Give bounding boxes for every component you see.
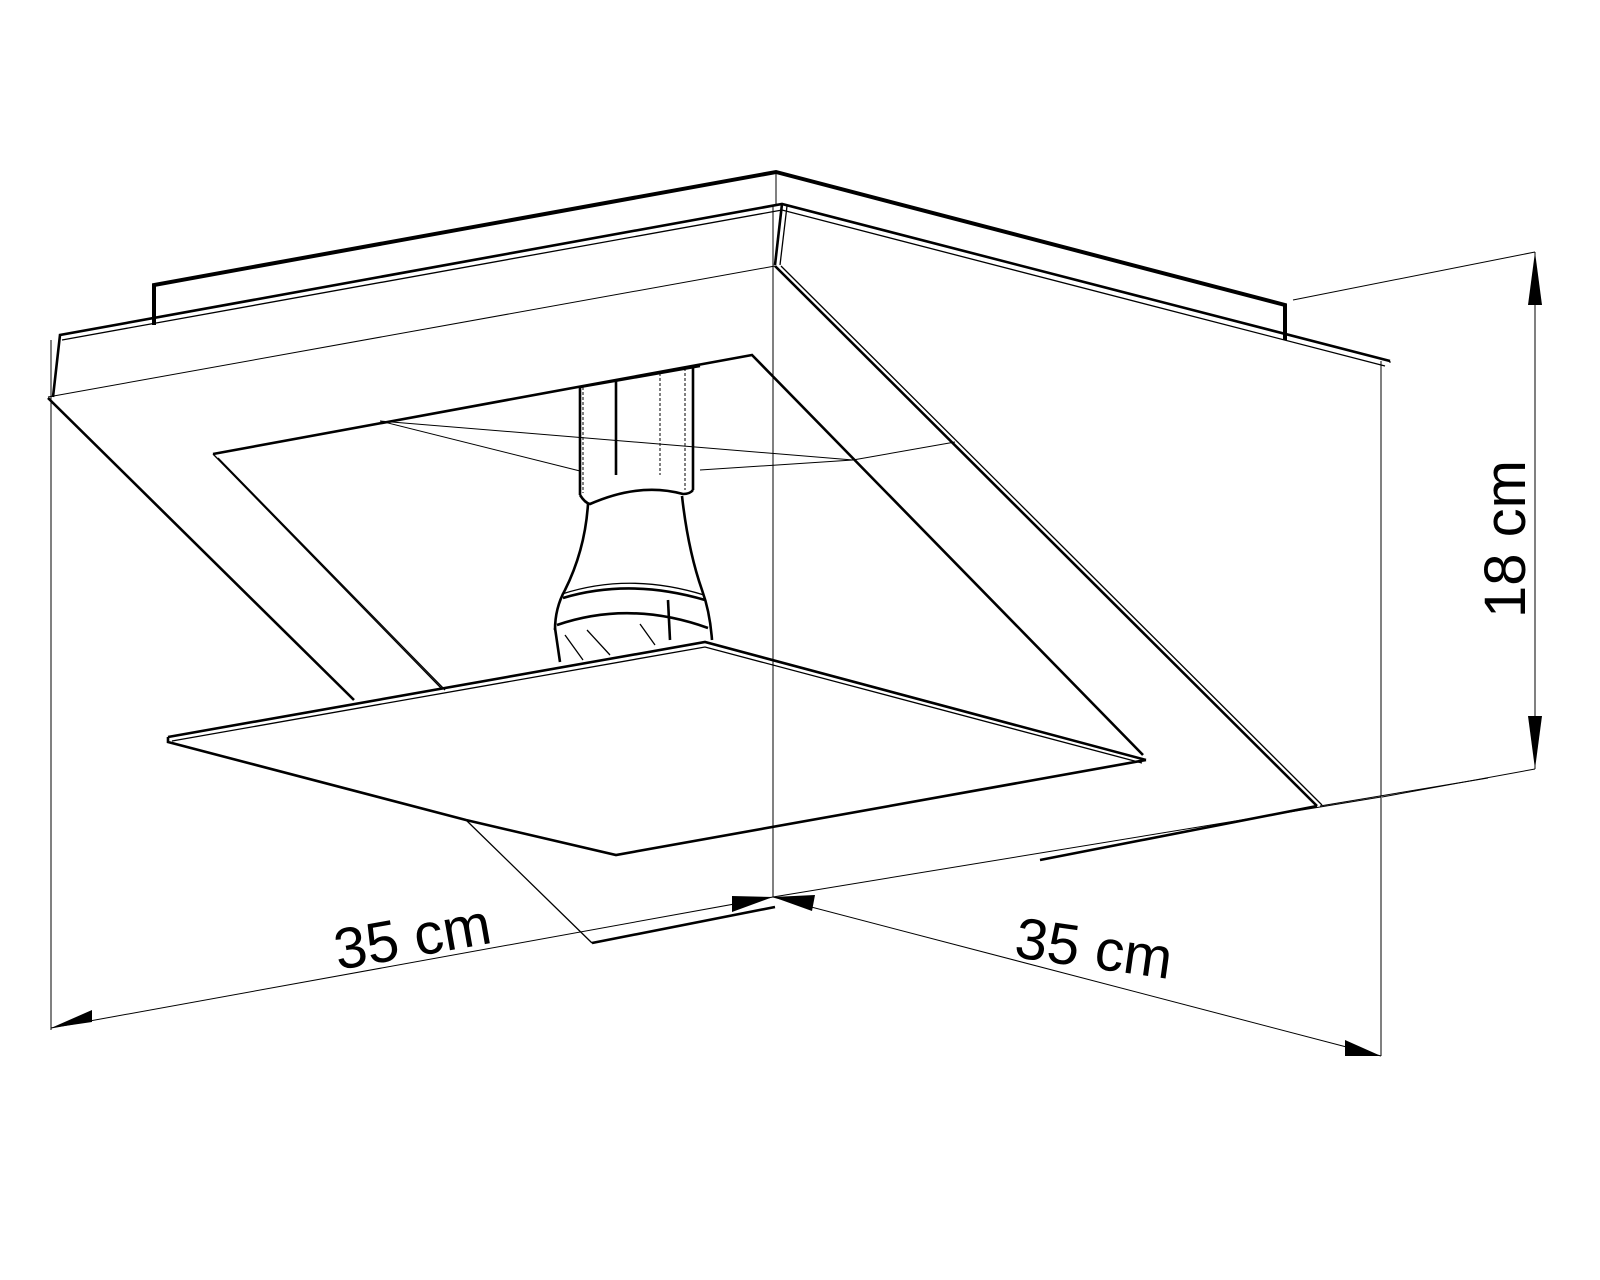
height-label: 18 cm <box>1473 460 1538 618</box>
lamp-socket <box>553 364 714 663</box>
frame-outer-rim <box>47 202 1391 398</box>
width-right-label: 35 cm <box>1011 906 1176 992</box>
dimension-height: 18 cm <box>1473 252 1542 769</box>
ceiling-plate <box>152 169 1287 340</box>
extension-lines <box>50 206 1536 1056</box>
diffuser-plate <box>166 640 1147 945</box>
dimension-width-left: 35 cm <box>50 891 774 1029</box>
width-left-label: 35 cm <box>329 891 496 982</box>
dimension-width-right: 35 cm <box>772 895 1382 1057</box>
frame-inner-opening <box>212 353 1144 756</box>
frame-sides <box>47 265 1489 862</box>
